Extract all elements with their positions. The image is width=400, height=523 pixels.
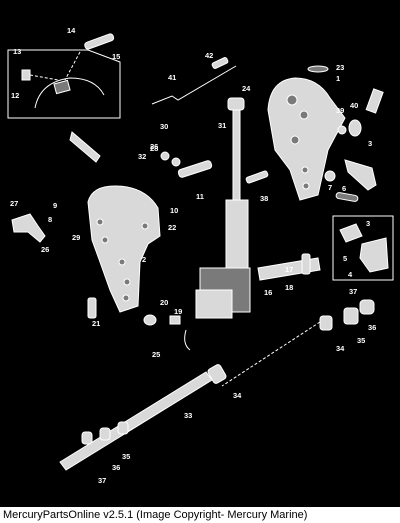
callout-26: 26 xyxy=(150,142,158,151)
callout-28: 28 xyxy=(150,144,158,153)
callout-35-lower: 35 xyxy=(122,452,130,461)
part-25-wire xyxy=(184,329,191,351)
part-40 xyxy=(337,125,347,135)
callout-4: 4 xyxy=(348,270,353,279)
callout-24: 24 xyxy=(242,84,251,93)
callout-37-lower: 37 xyxy=(98,476,106,485)
callout-42: 42 xyxy=(205,51,213,60)
callout-21: 21 xyxy=(92,319,100,328)
callout-16: 16 xyxy=(264,288,272,297)
callout-5: 5 xyxy=(343,254,347,263)
callout-3: 3 xyxy=(368,139,372,148)
callout-39: 39 xyxy=(336,106,344,115)
callout-36: 36 xyxy=(368,323,376,332)
part-23 xyxy=(307,65,329,73)
callout-22: 22 xyxy=(168,223,176,232)
callout-labels: 1 2 3 3 4 5 6 7 8 9 10 11 12 13 14 15 16… xyxy=(10,26,376,485)
callout-14: 14 xyxy=(67,26,76,35)
callout-3-inset: 3 xyxy=(366,219,370,228)
part-41-rod xyxy=(151,65,237,105)
callout-23: 23 xyxy=(336,63,344,72)
part-27-lever xyxy=(11,213,46,243)
callout-2: 2 xyxy=(142,255,146,264)
callout-20: 20 xyxy=(160,298,168,307)
part-1-bracket xyxy=(267,77,346,201)
part-26 xyxy=(69,131,101,163)
callout-35: 35 xyxy=(357,336,365,345)
left-bushings xyxy=(81,421,129,445)
part-2-bracket xyxy=(87,185,161,313)
callout-12: 12 xyxy=(11,91,19,100)
tilt-cylinder xyxy=(195,97,251,319)
callout-36-lower: 36 xyxy=(112,463,120,472)
callout-18: 18 xyxy=(285,283,293,292)
exploded-parts-diagram: 1 2 3 3 4 5 6 7 8 9 10 11 12 13 14 15 16… xyxy=(7,26,394,485)
part-3-lever xyxy=(344,159,377,191)
part-33-tube xyxy=(59,364,227,471)
copyright-footer: MercuryPartsOnline v2.5.1 (Image Copyrig… xyxy=(0,507,400,523)
callout-41: 41 xyxy=(168,73,176,82)
callout-32: 32 xyxy=(138,152,146,161)
callout-29: 29 xyxy=(72,233,80,242)
callout-33: 33 xyxy=(184,411,192,420)
right-bushings xyxy=(221,299,375,387)
callout-25: 25 xyxy=(152,350,160,359)
callout-10: 10 xyxy=(170,206,178,215)
callout-30: 30 xyxy=(160,122,168,131)
callout-19: 19 xyxy=(174,307,182,316)
callout-13: 13 xyxy=(13,47,21,56)
callout-15: 15 xyxy=(112,52,120,61)
callout-11: 11 xyxy=(196,192,204,201)
callout-34: 34 xyxy=(336,344,345,353)
inset-detail-top-left xyxy=(7,33,121,119)
callout-34-lower: 34 xyxy=(233,391,242,400)
part-39 xyxy=(348,119,362,137)
callout-26-lower: 26 xyxy=(41,245,49,254)
callout-37: 37 xyxy=(349,287,357,296)
callout-31: 31 xyxy=(218,121,226,130)
callout-17: 17 xyxy=(285,265,293,274)
callout-27: 27 xyxy=(10,199,18,208)
callout-6: 6 xyxy=(342,184,346,193)
inset-detail-right xyxy=(332,215,394,281)
callout-40: 40 xyxy=(350,101,358,110)
callout-38: 38 xyxy=(260,194,268,203)
callout-9: 9 xyxy=(53,201,57,210)
callout-8: 8 xyxy=(48,215,52,224)
callout-1: 1 xyxy=(336,74,340,83)
callout-7: 7 xyxy=(328,183,332,192)
